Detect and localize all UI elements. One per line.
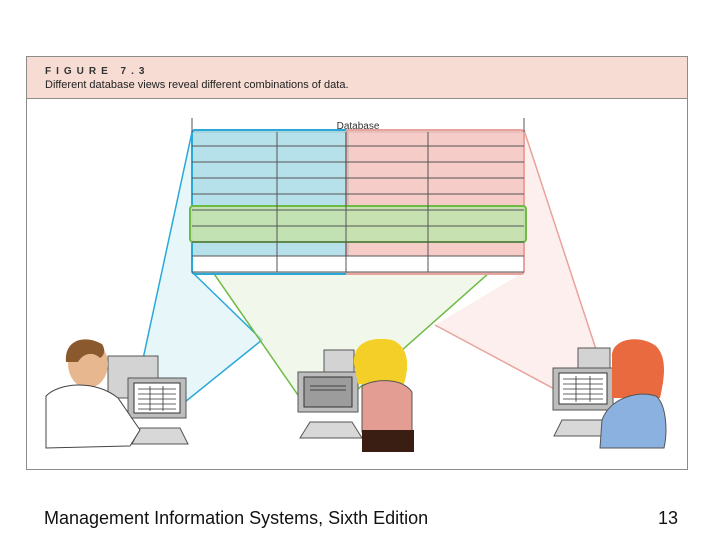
center-user-body <box>361 380 413 433</box>
database-table: Database <box>189 118 527 275</box>
green-view-beam <box>192 242 524 398</box>
blue-view-highlight <box>191 129 349 275</box>
left-user-body <box>45 384 141 449</box>
figure-label: FIGURE 7.3 <box>45 66 150 77</box>
page-number: 13 <box>657 508 678 528</box>
center-user-hair <box>353 338 408 384</box>
footer-title: Management Information Systems, Sixth Ed… <box>44 508 429 528</box>
right-user-body <box>599 393 667 449</box>
database-label: Database <box>337 121 380 132</box>
center-screen <box>303 376 353 408</box>
green-view-highlight <box>189 205 527 243</box>
blue-view-beam <box>132 132 262 410</box>
figure-header: FIGURE 7.3 Different database views reve… <box>27 57 687 99</box>
right-user-workstation <box>552 339 667 449</box>
red-view-highlight <box>345 129 525 275</box>
red-view-beam <box>435 130 610 392</box>
left-user-workstation <box>45 339 189 449</box>
right-user-hair <box>611 339 664 398</box>
figure-caption: Different database views reveal differen… <box>45 79 349 91</box>
left-screen <box>133 382 181 414</box>
center-user-workstation <box>297 338 414 452</box>
